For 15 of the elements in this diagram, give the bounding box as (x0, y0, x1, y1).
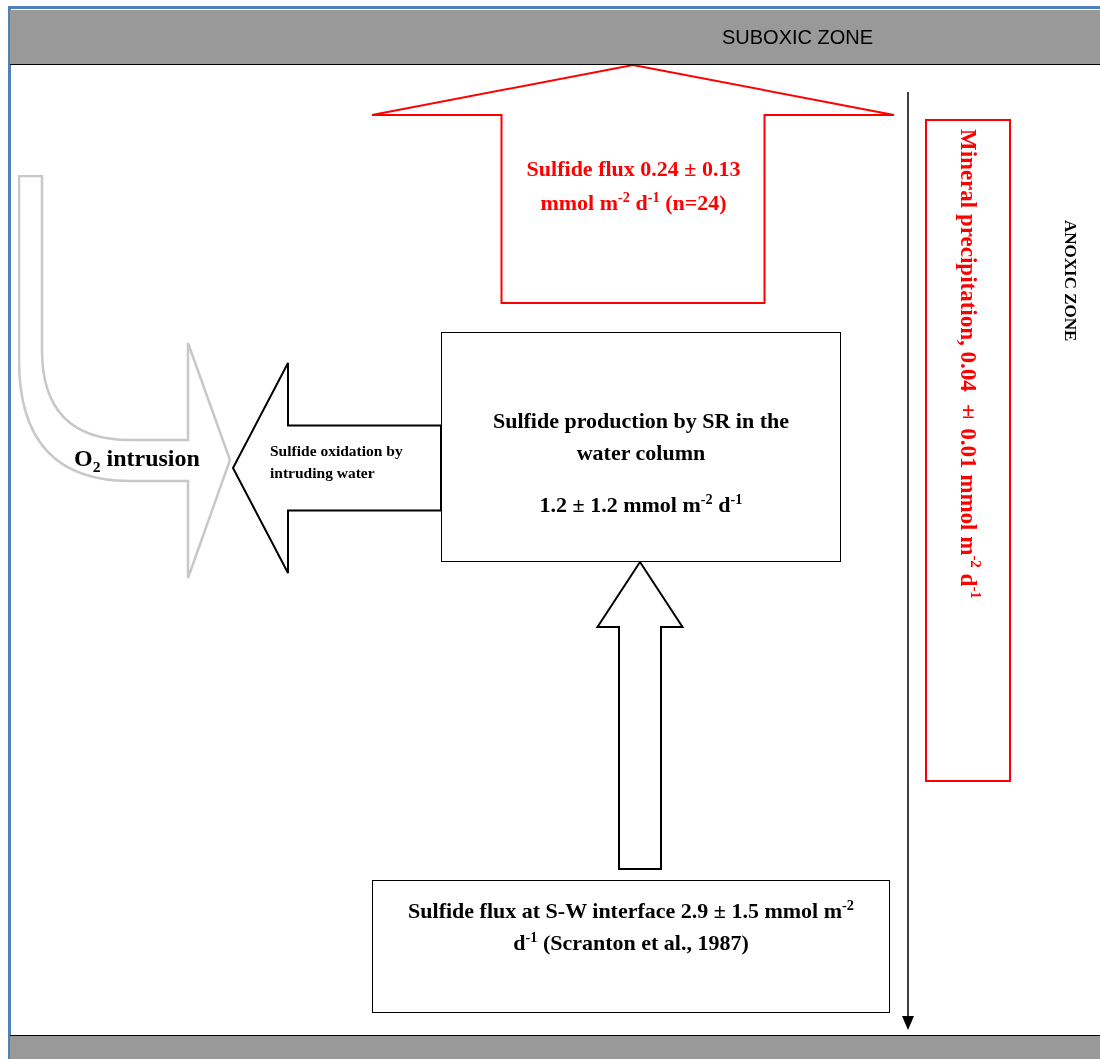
edge-label: Sulfide flux 0.24 ± 0.13 mmol m$^{-2}$ d$^{-1}$ (n=24) (525, 155, 742, 218)
process-box (925, 119, 1011, 782)
arrow-text: O$_{2}$ intrusion (74, 445, 200, 472)
zone-label: ANOXIC ZONE (1060, 220, 1080, 342)
box-text: Sulfide flux at S-W interface 2.9 ± 1.5 mmol m$^{-2}$ d$^{-1}$ (Scranton et al., 1987) (407, 895, 855, 957)
process-box (441, 332, 841, 562)
zone-band: SUBOXIC ZONE (10, 10, 1100, 65)
box-text: 1.2 ± 1.2 mmol m$^{-2}$ d$^{-1}$ (539, 489, 743, 519)
sediment-band (10, 1035, 1100, 1059)
block-arrow (231, 362, 442, 574)
block-arrow (595, 560, 685, 870)
process-box (372, 880, 890, 1013)
box-text: Sulfide production by SR in the water column (491, 407, 791, 467)
edge-label: Sulfide oxidation by intruding water (270, 441, 404, 484)
block-arrow (371, 64, 895, 304)
